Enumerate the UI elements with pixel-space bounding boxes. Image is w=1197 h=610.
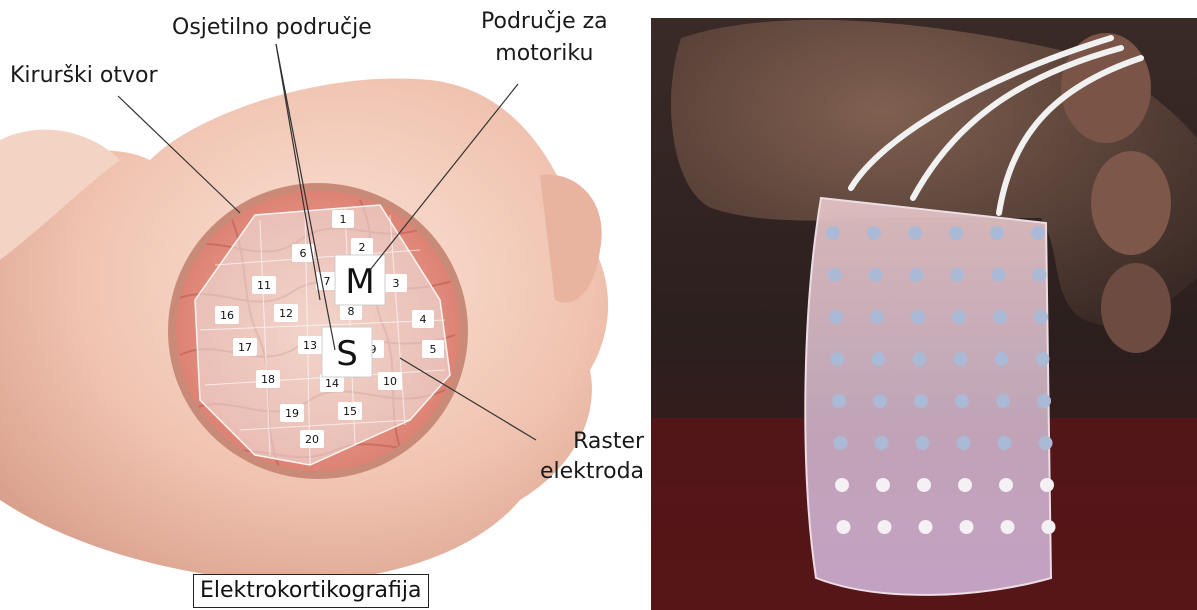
electrode-dot — [876, 478, 890, 492]
label-motor-line1: Područje za — [481, 6, 608, 38]
label-motor-area: Područje za motoriku — [481, 6, 608, 70]
electrode-number: 12 — [279, 307, 293, 320]
electrode-dot — [910, 268, 924, 282]
electrode-dot — [1033, 268, 1047, 282]
electrode-dot — [949, 226, 963, 240]
electrode-dot — [829, 310, 843, 324]
electrode-dot — [911, 310, 925, 324]
electrode-dot — [831, 352, 845, 366]
figure-caption: Elektrokortikografija — [193, 574, 429, 608]
electrode-number: 6 — [300, 247, 307, 260]
electrode-dot — [1036, 352, 1050, 366]
electrode-number: 15 — [343, 405, 357, 418]
electrode-dot — [1001, 520, 1015, 534]
label-electrode-grid: Raster elektroda — [540, 427, 644, 487]
motor-letter: M — [345, 262, 374, 302]
label-sensory-area: Osjetilno područje — [172, 14, 372, 42]
photo-panel — [651, 18, 1197, 610]
electrode-dot — [1037, 394, 1051, 408]
electrode-dot — [867, 226, 881, 240]
label-motor-line2: motoriku — [481, 38, 608, 70]
electrode-dot — [913, 352, 927, 366]
electrode-dot — [990, 226, 1004, 240]
electrode-number: 8 — [348, 305, 355, 318]
electrode-dot — [960, 520, 974, 534]
electrode-dot — [878, 520, 892, 534]
electrode-dot — [999, 478, 1013, 492]
finger-2 — [1091, 151, 1171, 255]
electrode-dot — [1031, 226, 1045, 240]
electrode-dot — [834, 436, 848, 450]
electrode-number: 5 — [430, 343, 437, 356]
electrode-dot — [957, 436, 971, 450]
electrode-dot — [1040, 478, 1054, 492]
electrode-number: 2 — [359, 241, 366, 254]
electrode-dot — [875, 436, 889, 450]
electrode-sheet-photo — [651, 18, 1197, 610]
electrode-dot — [832, 394, 846, 408]
electrode-dot — [914, 394, 928, 408]
motor-marker: M — [335, 255, 385, 305]
electrode-dot — [1042, 520, 1056, 534]
electrode-dot — [992, 268, 1006, 282]
electrode-dot — [835, 478, 849, 492]
electrode-number: 20 — [305, 433, 319, 446]
electrode-number: 17 — [238, 341, 252, 354]
electrode-number: 7 — [324, 275, 331, 288]
electrode-dot — [955, 394, 969, 408]
electrode-dot — [995, 352, 1009, 366]
label-surgical-opening: Kirurški otvor — [10, 62, 158, 90]
electrode-dot — [996, 394, 1010, 408]
label-grid-line2: elektroda — [540, 457, 644, 487]
electrode-dot — [998, 436, 1012, 450]
electrode-dot — [869, 268, 883, 282]
electrode-number: 14 — [325, 377, 339, 390]
electrode-dot — [916, 436, 930, 450]
electrode-dot — [993, 310, 1007, 324]
head-illustration: 1 2 3 4 5 6 7 8 9 10 11 12 13 14 15 16 1… — [0, 0, 640, 610]
electrode-dot — [958, 478, 972, 492]
electrode-number: 18 — [261, 373, 275, 386]
electrode-dot — [919, 520, 933, 534]
electrode-dot — [873, 394, 887, 408]
electrode-number: 3 — [393, 277, 400, 290]
electrode-dot — [828, 268, 842, 282]
electrode-dot — [826, 226, 840, 240]
electrode-dot — [870, 310, 884, 324]
sensory-letter: S — [336, 334, 358, 374]
electrode-number: 19 — [285, 407, 299, 420]
electrode-dot — [908, 226, 922, 240]
electrode-dot — [954, 352, 968, 366]
electrode-number: 13 — [303, 339, 317, 352]
finger-3 — [1101, 263, 1171, 353]
electrode-number: 1 — [340, 213, 347, 226]
electrode-dot — [1034, 310, 1048, 324]
electrode-dot — [1039, 436, 1053, 450]
electrode-number: 4 — [420, 313, 427, 326]
electrode-number: 10 — [383, 375, 397, 388]
electrode-dot — [952, 310, 966, 324]
electrode-dot — [872, 352, 886, 366]
illustration-panel: 1 2 3 4 5 6 7 8 9 10 11 12 13 14 15 16 1… — [0, 0, 640, 610]
electrode-number: 16 — [220, 309, 234, 322]
electrode-dot — [837, 520, 851, 534]
electrode-dot — [951, 268, 965, 282]
electrode-number: 11 — [257, 279, 271, 292]
label-grid-line1: Raster — [540, 427, 644, 457]
sensory-marker: S — [322, 327, 372, 377]
electrode-dot — [917, 478, 931, 492]
